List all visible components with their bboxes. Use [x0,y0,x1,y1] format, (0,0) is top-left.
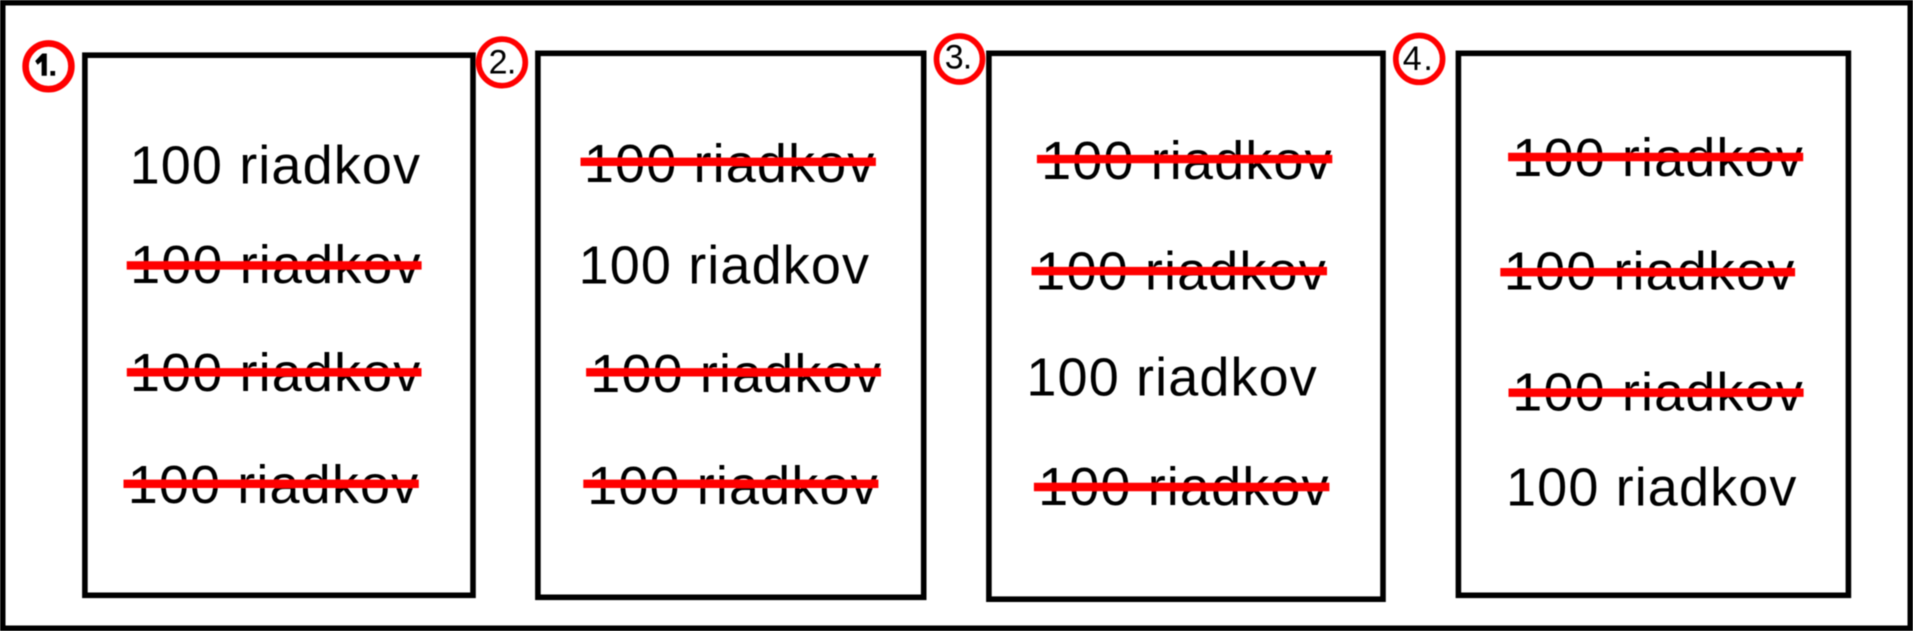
svg-text:100 riadkov: 100 riadkov [1506,457,1796,517]
svg-text:4: 4 [1403,40,1422,78]
svg-text:.: . [1423,40,1432,78]
svg-text:100 riadkov: 100 riadkov [130,136,420,196]
svg-text:.: . [963,39,972,77]
svg-text:100 riadkov: 100 riadkov [579,235,869,295]
svg-text:3: 3 [945,39,964,77]
svg-text:100 riadkov: 100 riadkov [1026,348,1316,408]
svg-text:.: . [507,44,516,82]
svg-text:2: 2 [489,44,508,82]
